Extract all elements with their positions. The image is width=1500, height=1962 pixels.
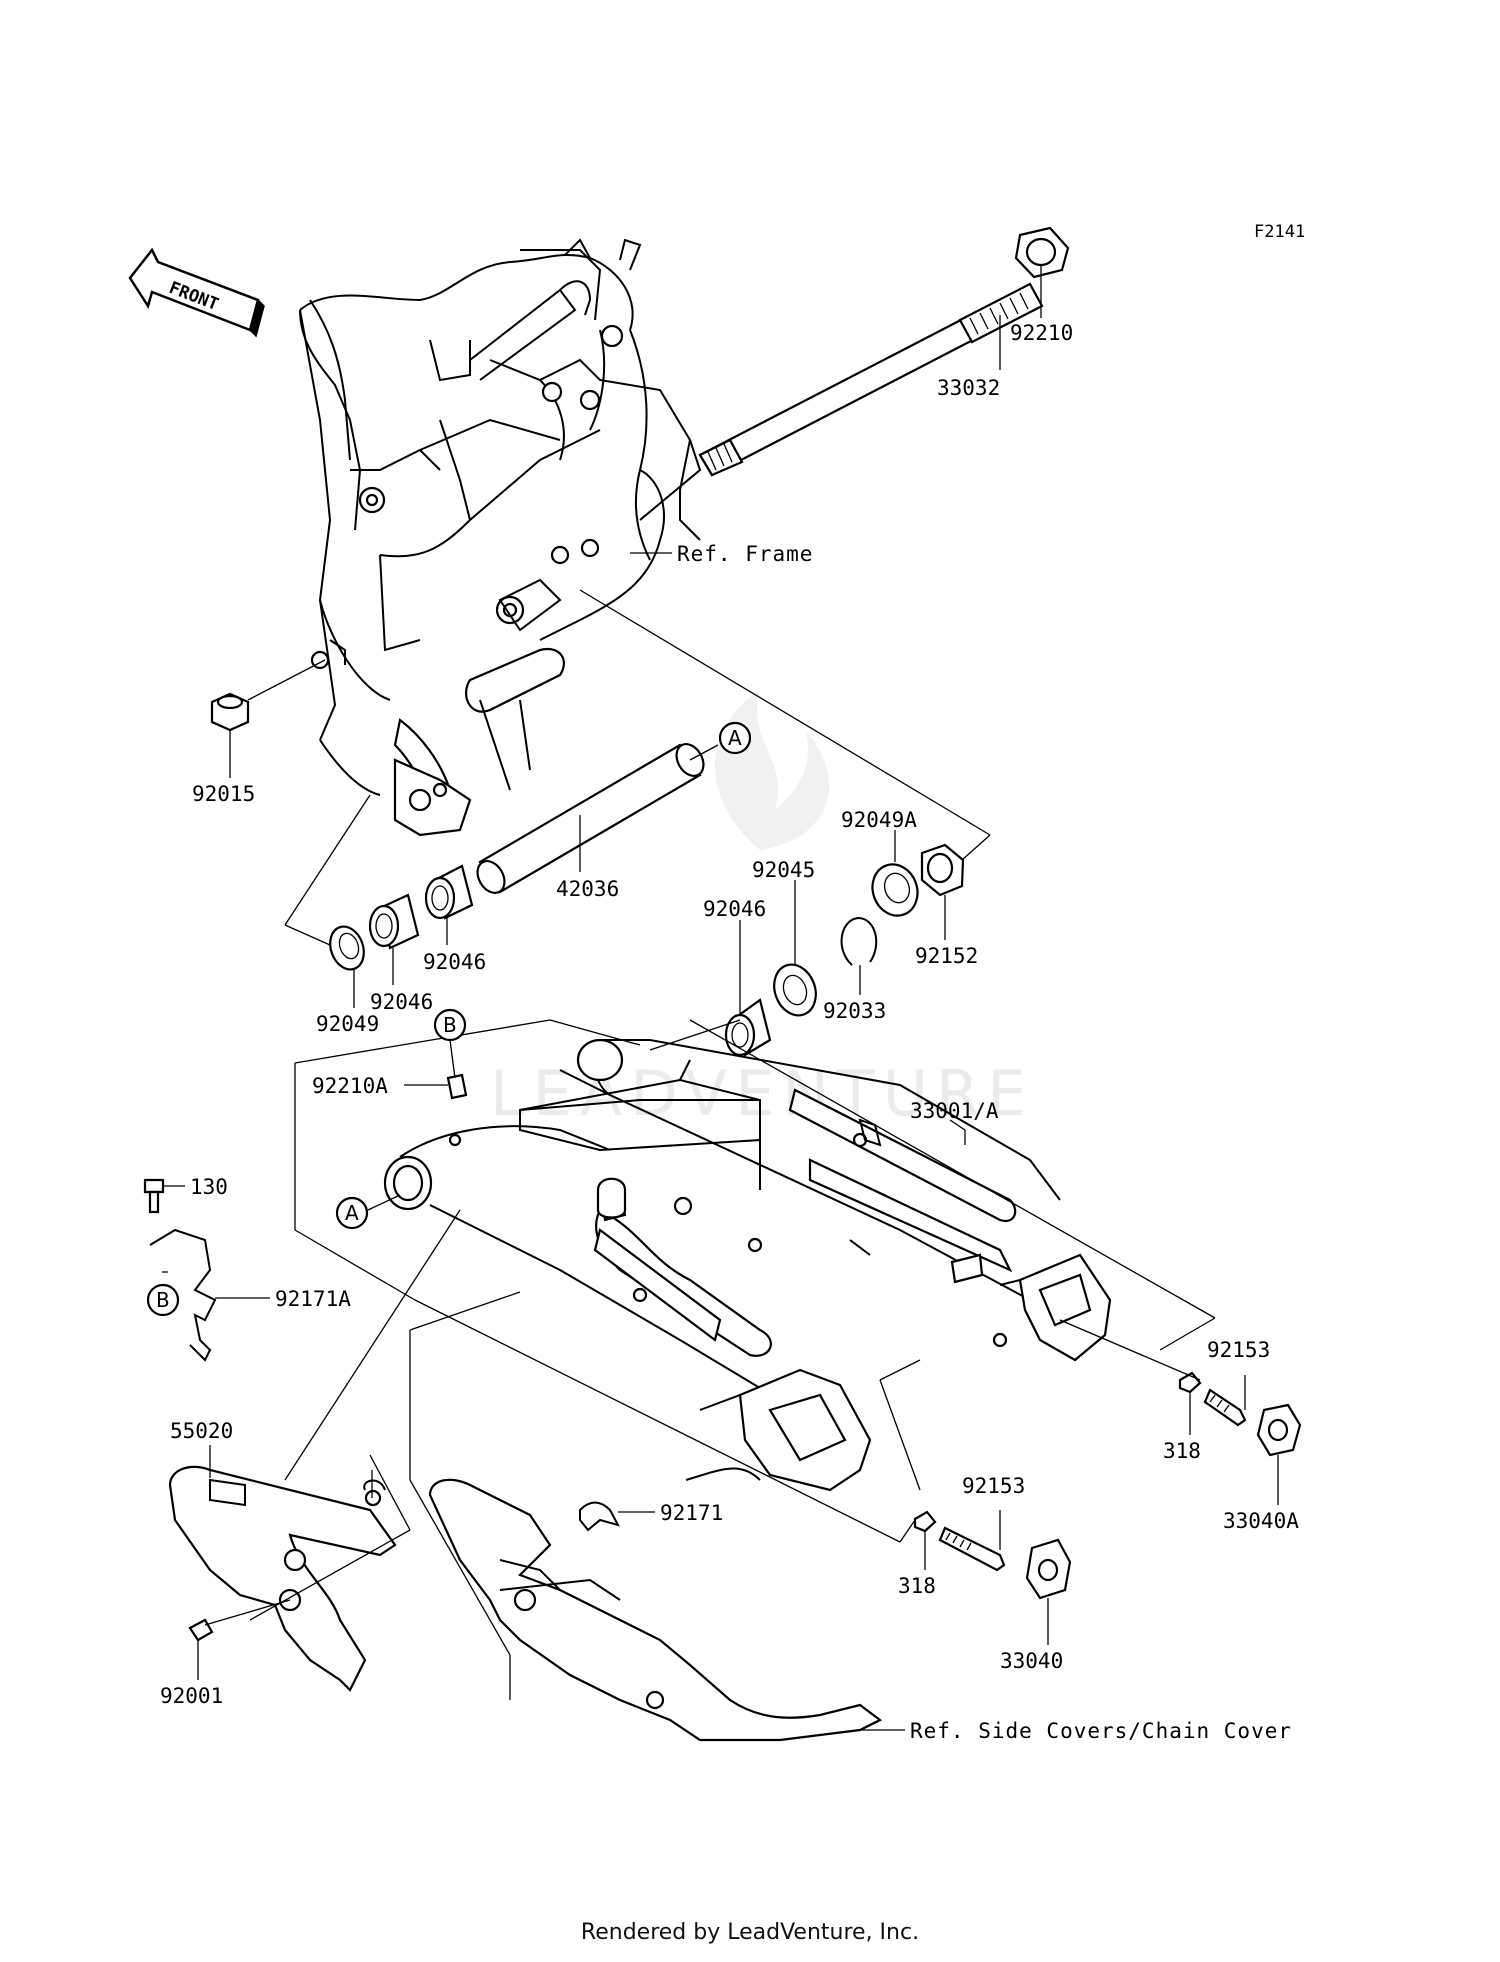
label-42036: 42036 <box>556 877 619 901</box>
ref-frame-label: Ref. Frame <box>677 542 813 566</box>
label-92171: 92171 <box>660 1501 723 1525</box>
label-55020: 55020 <box>170 1419 233 1443</box>
label-92001: 92001 <box>160 1684 223 1708</box>
bearing-92045-drawing <box>773 963 817 1017</box>
callout-a-swingarm-letter: A <box>345 1201 359 1225</box>
swingarm-drawing <box>383 1038 1112 1492</box>
label-92046-left: 92046 <box>370 990 433 1014</box>
label-92049: 92049 <box>316 1012 379 1036</box>
label-92210A: 92210A <box>312 1074 388 1098</box>
bearing-92046-left-drawing <box>368 893 420 950</box>
callout-b-top-letter: B <box>443 1013 457 1037</box>
nut-92015-drawing <box>210 692 250 732</box>
callout-b-clamp: B <box>146 1283 180 1317</box>
adjuster-upper-drawing <box>1178 1371 1302 1457</box>
nut-92210-drawing <box>1014 226 1070 279</box>
callout-b-top: B <box>433 1008 467 1042</box>
adjuster-lower-drawing <box>913 1510 1072 1600</box>
callout-b-clamp-letter: B <box>156 1288 170 1312</box>
clamp-92171A-drawing <box>149 1228 217 1362</box>
label-92045: 92045 <box>752 858 815 882</box>
label-92046-right: 92046 <box>703 897 766 921</box>
label-92046-mid: 92046 <box>423 950 486 974</box>
label-92152: 92152 <box>915 944 978 968</box>
callout-a-swingarm: A <box>335 1196 369 1230</box>
chain-cover-drawing <box>428 1478 883 1742</box>
callout-a-top: A <box>718 721 752 755</box>
label-33032: 33032 <box>937 376 1000 400</box>
chain-guard-drawing <box>168 1465 397 1692</box>
label-92171A: 92171A <box>275 1287 351 1311</box>
figure-id: F2141 <box>1254 222 1305 242</box>
label-92015: 92015 <box>192 782 255 806</box>
label-318-lower: 318 <box>898 1574 936 1598</box>
label-92153-lower: 92153 <box>962 1474 1025 1498</box>
bearing-92046-mid-drawing <box>424 864 474 920</box>
label-92153-upper: 92153 <box>1207 1338 1270 1362</box>
seal-92049A-drawing <box>871 863 919 917</box>
collar-42036-drawing <box>476 743 705 894</box>
bolt-92001-drawing <box>188 1618 214 1642</box>
label-33040: 33040 <box>1000 1649 1063 1673</box>
ref-side-covers-label: Ref. Side Covers/Chain Cover <box>910 1719 1292 1743</box>
circlip-92033-drawing <box>840 916 878 966</box>
clip-92171-drawing <box>579 1501 620 1532</box>
label-130: 130 <box>190 1175 228 1199</box>
front-arrow: FRONT <box>128 247 265 338</box>
leader-lines <box>162 266 1279 1731</box>
bolt-130-drawing <box>143 1178 165 1214</box>
frame-drawing <box>299 238 702 837</box>
label-33040A: 33040A <box>1223 1509 1299 1533</box>
callout-a-top-letter: A <box>728 726 742 750</box>
label-92033: 92033 <box>823 999 886 1023</box>
footer-credit: Rendered by LeadVenture, Inc. <box>580 1920 920 1945</box>
label-318-upper: 318 <box>1163 1439 1201 1463</box>
bearing-92046-right-drawing <box>724 998 772 1057</box>
nut-92152-drawing <box>920 843 965 897</box>
label-33001A: 33001/A <box>910 1099 999 1123</box>
seal-92049-drawing <box>329 925 365 971</box>
fitting-92210A-drawing <box>446 1073 468 1100</box>
label-92210: 92210 <box>1010 321 1073 345</box>
swingarm-pivot-shaft <box>698 282 1044 477</box>
label-92049A: 92049A <box>841 808 917 832</box>
